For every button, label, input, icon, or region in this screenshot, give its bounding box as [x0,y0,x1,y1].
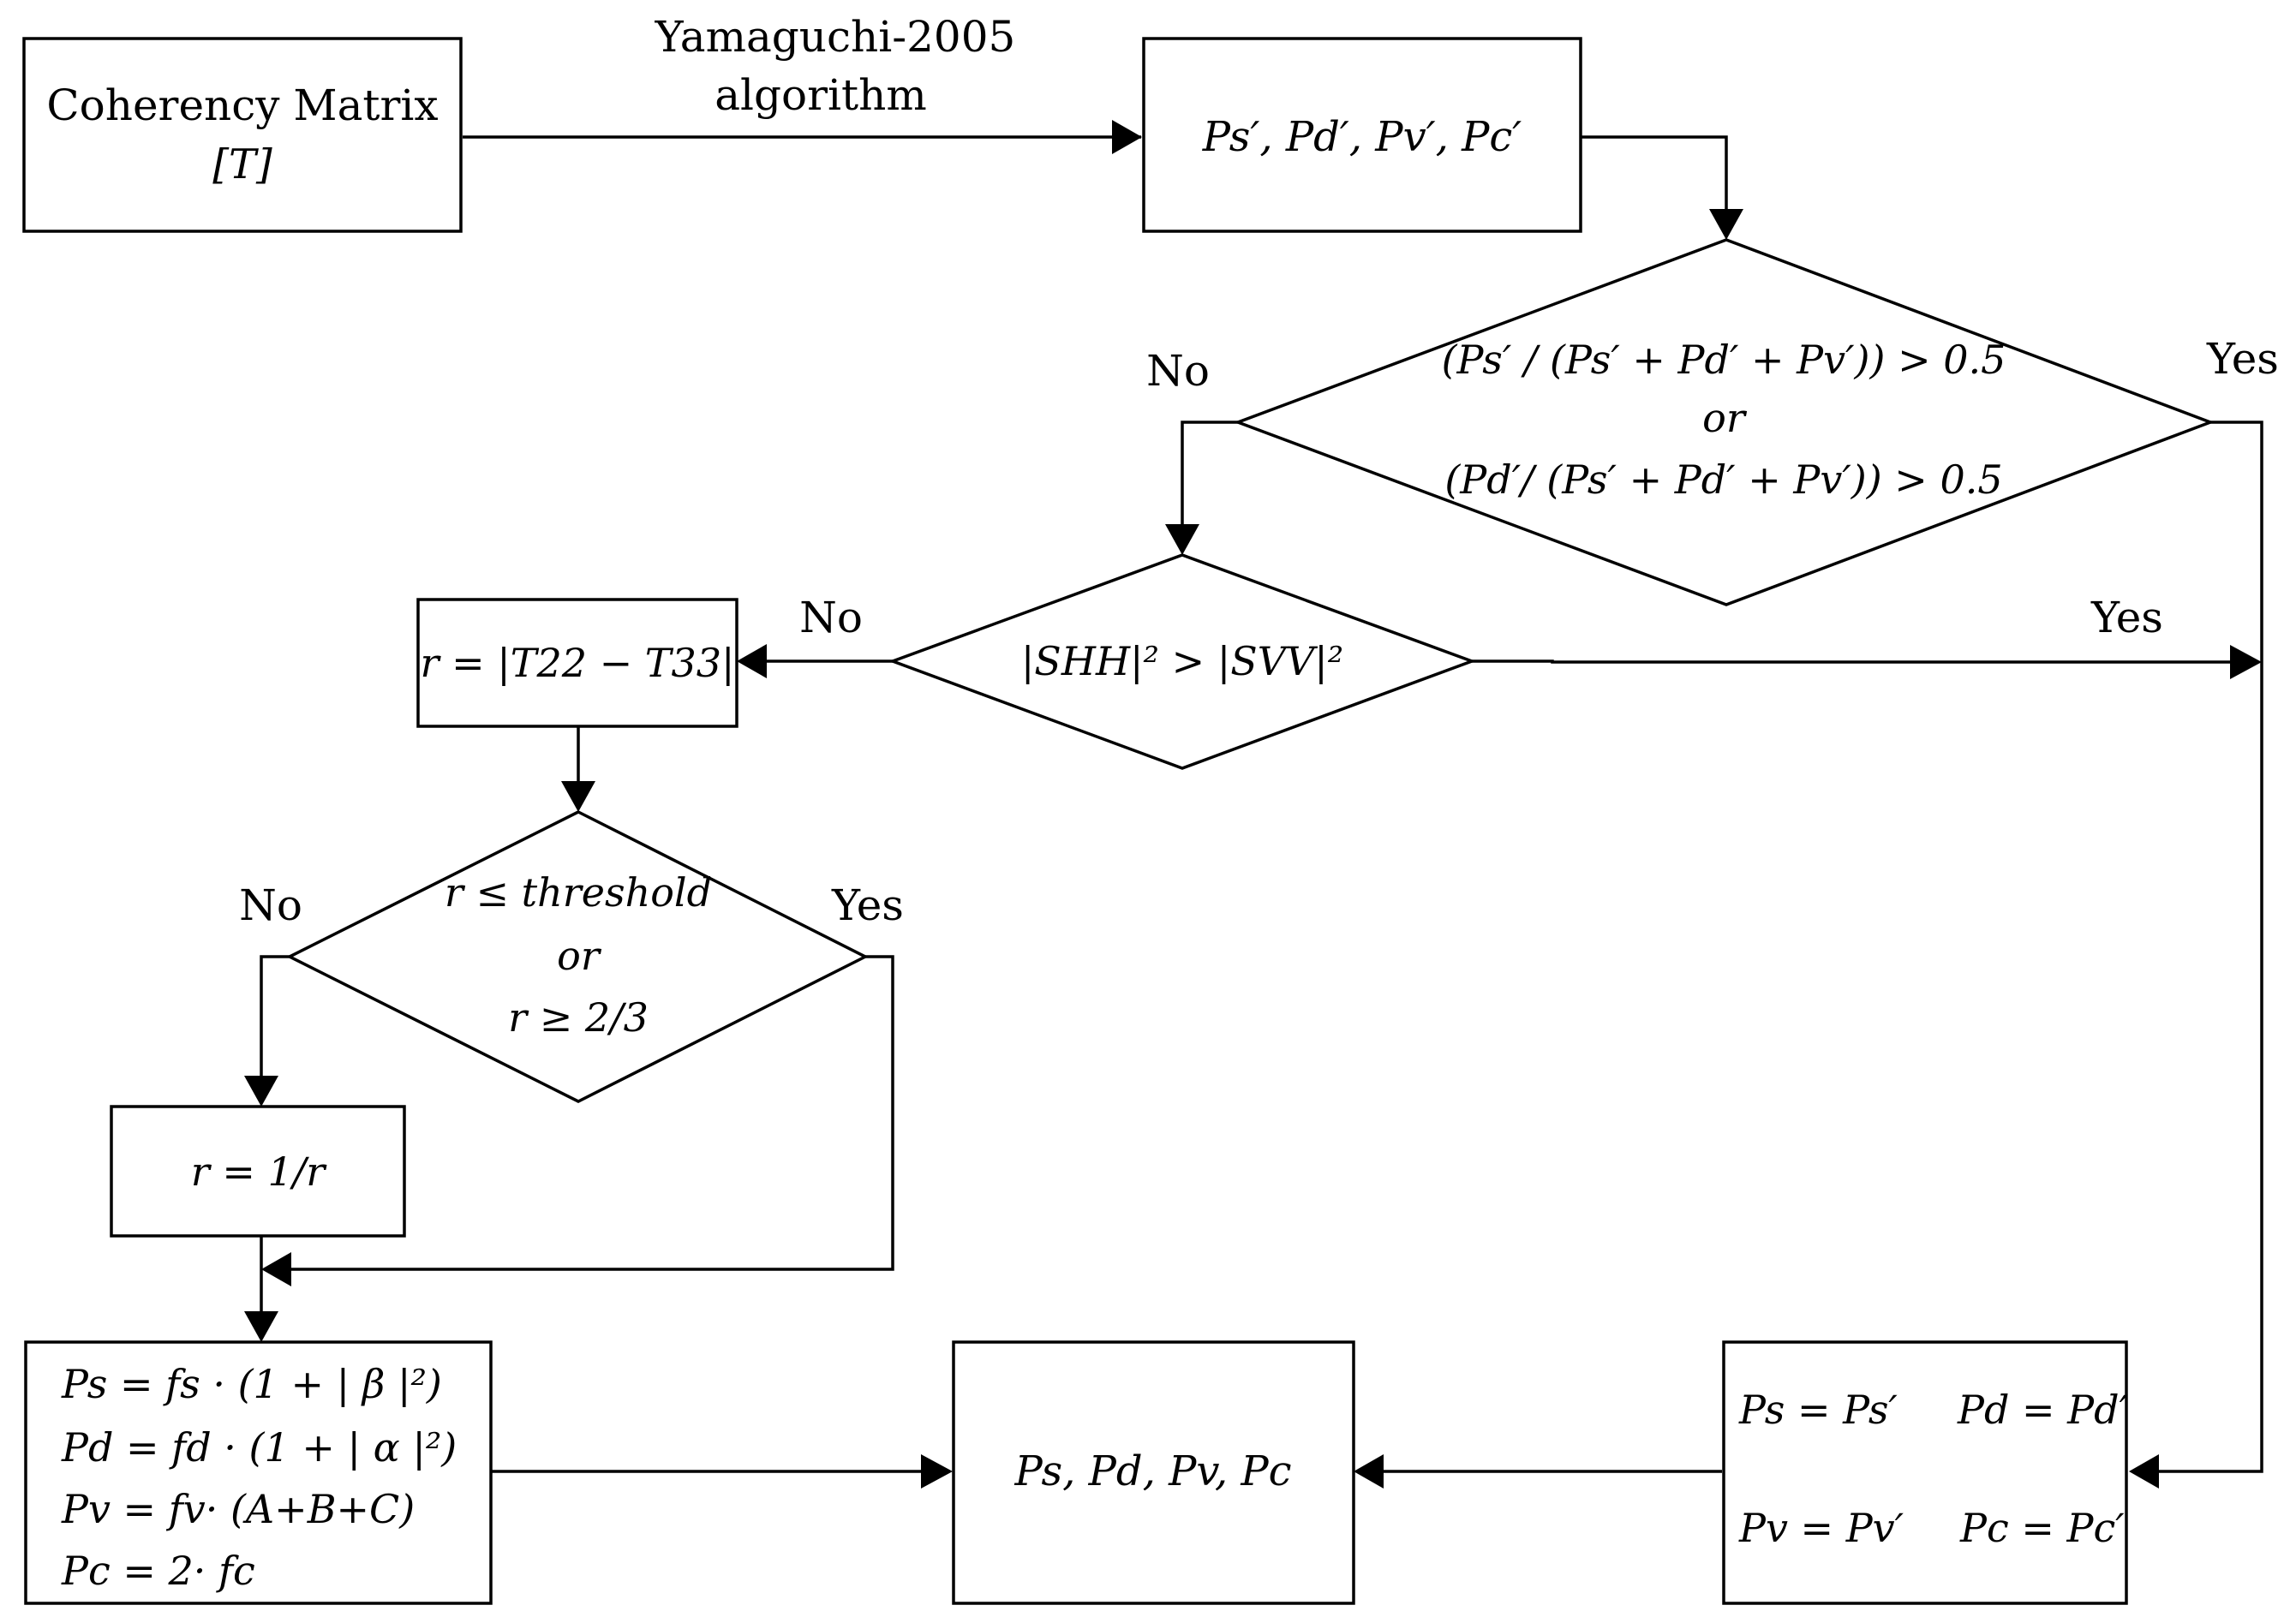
r-invert-box: r = 1/r [110,1105,406,1238]
yamaguchi-label: Yamaguchi-2005 algorithm [655,12,1016,120]
arrowhead-ratio-yes [2129,1454,2159,1489]
modified-pd: Pd = fd · (1 + | α |²) [61,1424,457,1471]
scatter-condition: |SHH|² > |SVV|² [1021,638,1343,684]
initial-powers-text: Ps′, Pd′, Pv′, Pc′ [1202,113,1522,161]
arrowhead-invert-to-modified [244,1311,278,1342]
final-powers-text: Ps, Pd, Pv, Pc [1013,1447,1291,1495]
final-powers-box: Ps, Pd, Pv, Pc [952,1340,1355,1605]
initial-powers-box: Ps′, Pd′, Pv′, Pc′ [1142,37,1582,233]
arrowhead-threshold-yes [261,1252,291,1286]
threshold-line1: r ≤ threshold [445,869,712,916]
arrowhead-modified-to-final [921,1454,953,1489]
coherency-matrix-box: Coherency Matrix [T] [22,37,463,233]
arrowhead-initial-to-ratio [1709,209,1743,240]
arrowhead-r-to-threshold [561,781,595,812]
r-compute-text: r = |T22 − T33| [421,640,735,686]
arrow-ratio-yes [2150,421,2263,1473]
passthrough-box: Ps = Ps′ Pd = Pd′ Pv = Pv′ Pc = Pc′ [1722,1340,2129,1605]
passthrough-pv: Pv = Pv′ [1738,1505,1904,1551]
label-ratio-no: No [1146,346,1210,396]
label-threshold-yes: Yes [831,880,904,930]
arrowhead-scatter-yes [2230,645,2262,679]
coherency-symbol: [T] [212,140,272,188]
arrow-threshold-yes [287,955,894,1271]
r-compute-box: r = |T22 − T33| [416,598,738,728]
scatter-decision-diamond: |SHH|² > |SVV|² [888,553,1477,770]
arrowhead-scatter-no [737,644,767,678]
arrow-initial-to-ratio [1581,135,1728,214]
r-invert-text: r = 1/r [191,1149,328,1195]
label-threshold-no: No [239,880,302,930]
passthrough-pd: Pd = Pd′ [1957,1387,2129,1433]
threshold-line3: r ≥ 2/3 [508,994,649,1041]
modified-ps: Ps = fs · (1 + | β |²) [61,1361,442,1407]
arrow-threshold-no [260,955,290,1082]
arrowhead-passthrough-to-final [1354,1454,1384,1489]
modified-pv: Pv = fv· (A+B+C) [61,1486,415,1532]
arrowhead-threshold-no [244,1076,278,1107]
label-scatter-no: No [799,593,863,642]
label-scatter-yes: Yes [2090,593,2163,642]
modified-pc: Pc = 2· fc [61,1548,255,1594]
ratio-line2: or [1702,395,1748,441]
ratio-decision-diamond: (Ps′ / (Ps′ + Pd′ + Pv′)) > 0.5 or (Pd′/… [1234,238,2215,606]
arrow-ratio-no [1181,421,1238,531]
modified-powers-box: Ps = fs · (1 + | β |²) Pd = fd · (1 + | … [24,1340,493,1605]
arrowhead-ratio-no [1165,524,1199,555]
yamaguchi-line2: algorithm [715,70,927,120]
arrow-scatter-yes [1472,659,2236,664]
passthrough-pc: Pc = Pc′ [1959,1505,2125,1551]
connectors [244,120,2263,1489]
ratio-line1: (Ps′ / (Ps′ + Pd′ + Pv′)) > 0.5 [1442,337,2006,383]
ratio-line3: (Pd′/ (Ps′ + Pd′ + Pv′)) > 0.5 [1444,456,2002,503]
label-ratio-yes: Yes [2206,334,2279,384]
threshold-line2: or [557,933,602,979]
coherency-title: Coherency Matrix [46,81,438,130]
edge-labels: No Yes No Yes No Yes [239,334,2279,930]
threshold-decision-diamond: r ≤ threshold or r ≥ 2/3 [286,810,869,1103]
passthrough-ps: Ps = Ps′ [1738,1387,1898,1433]
arrowhead-coherency-to-initial [1112,120,1142,154]
yamaguchi-line1: Yamaguchi-2005 [655,12,1016,62]
